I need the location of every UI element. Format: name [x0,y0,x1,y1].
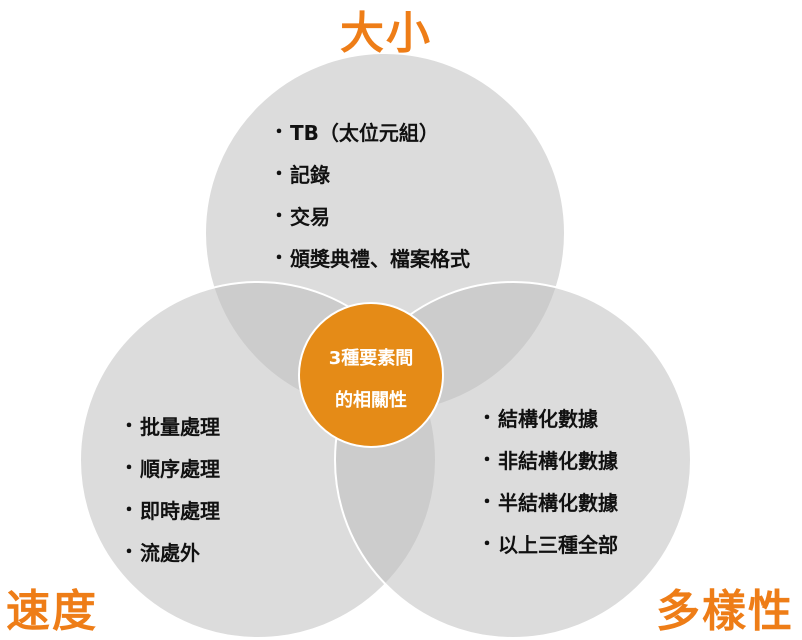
speed-item: 批量處理 [120,412,220,454]
speed-item: 即時處理 [120,496,220,538]
size-list: TB（太位元組） 記錄 交易 頒獎典禮、檔案格式 [270,118,470,286]
center-disc [298,302,444,448]
center-label-line2: 的相關性 [335,390,407,411]
speed-title: 速度 [6,586,98,637]
speed-list: 批量處理 順序處理 即時處理 流處外 [120,412,220,580]
center-label: 3種要素間 的相關性 [302,338,440,422]
size-item: 頒獎典禮、檔案格式 [270,244,470,286]
variety-list: 結構化數據 非結構化數據 半結構化數據 以上三種全部 [478,404,618,572]
variety-item: 半結構化數據 [478,488,618,530]
variety-item: 以上三種全部 [478,530,618,572]
size-item: 交易 [270,202,470,244]
center-label-line1: 3種要素間 [328,348,414,369]
variety-title: 多樣性 [656,586,794,637]
speed-item: 順序處理 [120,454,220,496]
variety-item: 結構化數據 [478,404,618,446]
size-title: 大小 [340,8,432,59]
variety-item: 非結構化數據 [478,446,618,488]
size-item: 記錄 [270,160,470,202]
speed-item: 流處外 [120,538,220,580]
size-item: TB（太位元組） [270,118,470,160]
